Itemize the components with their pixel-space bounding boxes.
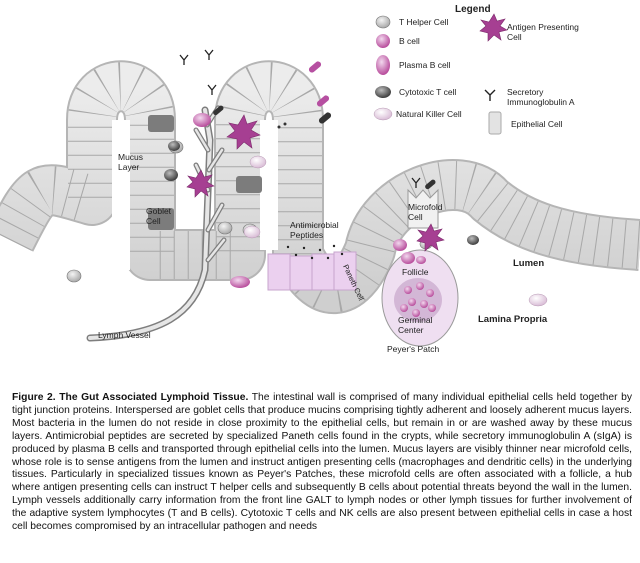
legend-label-cytotoxic-t: Cytotoxic T cell (399, 87, 456, 97)
legend-label-epithelial: Epithelial Cell (511, 119, 563, 129)
figure-caption: Figure 2. The Gut Associated Lymphoid Ti… (12, 392, 632, 534)
microfold-cell (407, 188, 439, 229)
antimicrobial-peptide-dots (286, 244, 344, 260)
label-peyers-patch: Peyer's Patch (387, 344, 439, 354)
epithelium (0, 60, 640, 314)
label-follicle: Follicle (402, 267, 429, 277)
legend-label-b-cell: B cell (399, 36, 420, 46)
legend: Legend T Helper Cell B cell Plasma B cel… (373, 4, 579, 135)
cytotoxic-t-cells (164, 141, 479, 245)
goblet-cell-shape (148, 208, 174, 230)
label-mucus-layer: Mucus Layer (118, 152, 145, 172)
legend-label-t-helper: T Helper Cell (399, 17, 449, 27)
goblet-cell-shape (148, 115, 174, 132)
nk-legend-icon (373, 107, 393, 121)
legend-label-plasma-b: Plasma B cell (399, 60, 451, 70)
apc-legend-icon (479, 13, 508, 42)
b-cells (193, 113, 426, 288)
nk-cells (243, 155, 548, 307)
caption-title: Figure 2. The Gut Associated Lymphoid Ti… (12, 392, 249, 403)
follicle (381, 249, 459, 347)
bacteria (213, 61, 436, 190)
goblet-cell-shape (236, 176, 262, 193)
cytotoxic-t-legend-icon (375, 86, 391, 98)
epithelial-legend-icon (488, 111, 502, 135)
label-lamina-propria: Lamina Propria (478, 314, 548, 325)
legend-title: Legend (455, 4, 491, 15)
b-cell-legend-icon (376, 34, 390, 48)
siga-legend-icon (484, 89, 496, 101)
caption-body: The intestinal wall is comprised of many… (12, 392, 632, 533)
label-lumen: Lumen (513, 258, 544, 269)
t-helper-legend-icon (375, 15, 391, 29)
legend-label-nk: Natural Killer Cell (396, 109, 462, 119)
antigen-presenting-cells (186, 114, 445, 252)
label-lymph-vessel: Lymph Vessel (98, 330, 151, 340)
plasma-b-legend-icon (376, 55, 390, 75)
siga-molecules (179, 49, 421, 188)
paneth-cells (267, 251, 357, 291)
